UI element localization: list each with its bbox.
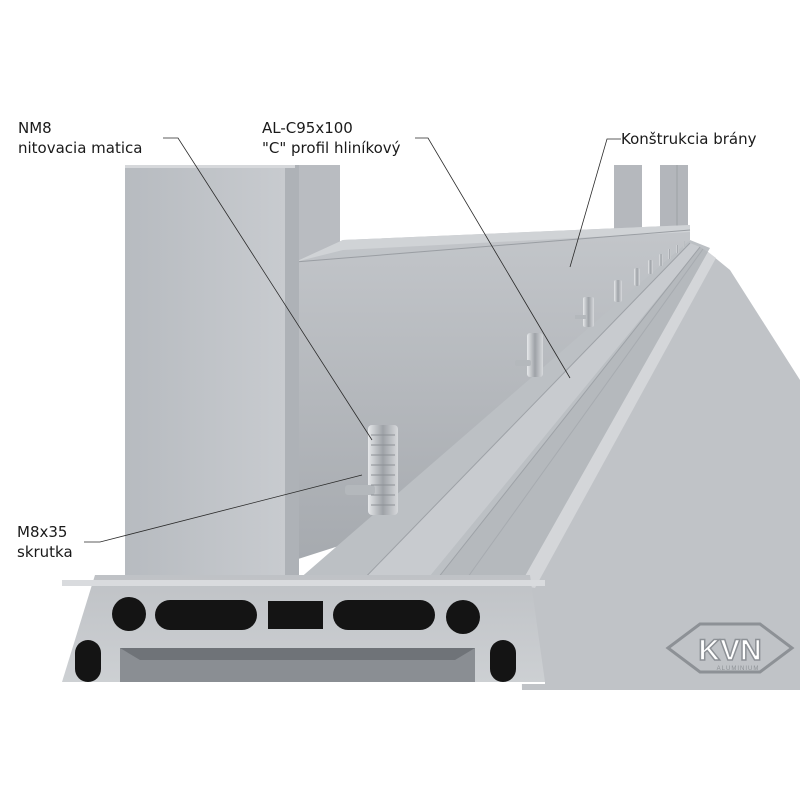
base-extrusion: [298, 240, 800, 690]
label-screw-name: skrutka: [17, 543, 73, 561]
label-gate-frame-name: Konštrukcia brány: [621, 130, 757, 148]
gate-frame-post-front: [125, 165, 299, 575]
label-rivet-nut-code: NM8: [18, 119, 52, 137]
bolt: [614, 280, 622, 302]
label-profile: AL-C95x100 "C" profil hliníkový: [262, 118, 401, 158]
label-rivet-nut: NM8 nitovacia matica: [18, 118, 142, 158]
bolt: [515, 333, 543, 377]
gate-frame-background: [295, 165, 688, 265]
leader-nm8: [163, 137, 373, 441]
logo-sub: ALUMINIUM: [717, 666, 760, 672]
label-profile-code: AL-C95x100: [262, 119, 353, 137]
bolt: [575, 297, 594, 327]
bolt: [668, 249, 671, 259]
bolt: [659, 254, 663, 266]
hole: [155, 600, 257, 630]
bolt: [345, 425, 398, 515]
kvn-logo: KVN ALUMINIUM: [665, 622, 795, 674]
label-screw: M8x35 skrutka: [17, 522, 73, 562]
logo-mark: KVN: [698, 634, 761, 667]
label-profile-name: "C" profil hliníkový: [262, 139, 401, 157]
hole: [490, 640, 516, 682]
hole: [112, 597, 146, 631]
hole: [333, 600, 435, 630]
bolt-row: [345, 241, 685, 515]
extrusion-cross-section: [62, 575, 545, 684]
bolt: [683, 241, 685, 248]
label-screw-code: M8x35: [17, 523, 68, 541]
bolt: [676, 245, 679, 253]
hole: [446, 600, 480, 634]
label-gate-frame: Konštrukcia brány: [621, 129, 756, 149]
hole: [75, 640, 101, 682]
leader-al: [415, 137, 571, 379]
label-rivet-nut-name: nitovacia matica: [18, 139, 143, 157]
bolt: [648, 260, 653, 274]
hole: [268, 601, 323, 629]
leader-kon: [569, 138, 621, 268]
leader-m8: [84, 474, 363, 543]
bolt: [634, 268, 640, 286]
leader-lines: [84, 137, 621, 543]
